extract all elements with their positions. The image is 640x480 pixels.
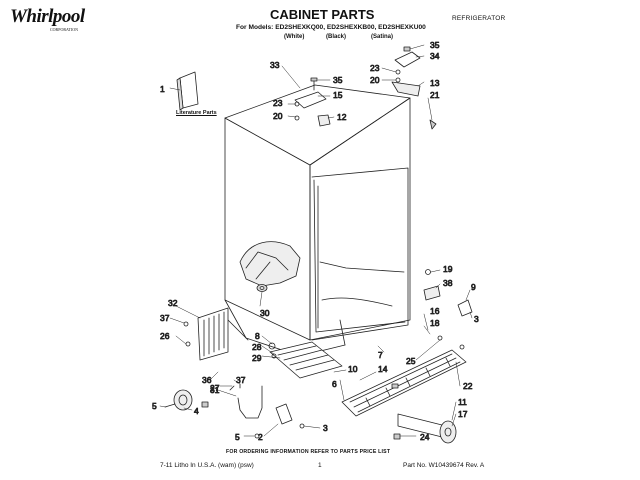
toe-grille — [341, 349, 467, 417]
callout: 23 — [370, 63, 380, 73]
rear-grille — [183, 307, 229, 361]
callout: 15 — [333, 90, 343, 100]
callout: 5 — [152, 401, 157, 411]
callout: 3 — [474, 314, 479, 324]
variant-satina: (Satina) — [371, 34, 394, 40]
callout: 5 — [235, 432, 240, 442]
callout: 30 — [260, 308, 270, 318]
callout-numbers: 35 34 23 20 13 21 33 35 1 15 23 12 20 19… — [152, 40, 480, 443]
brand-sub: CORPORATION — [50, 27, 79, 32]
callout: 20 — [273, 111, 283, 121]
callout: 11 — [458, 397, 467, 407]
cabinet-body — [224, 84, 411, 357]
callout: 31 — [210, 385, 220, 395]
callout: 2 — [258, 432, 263, 442]
literature-parts-box — [176, 71, 199, 111]
top-hinge-right — [391, 46, 437, 130]
callout: 25 — [406, 356, 416, 366]
callout: 19 — [443, 264, 453, 274]
part-number: Part No. W10439674 Rev. A — [403, 462, 485, 469]
page-number: 1 — [318, 462, 322, 469]
callout: 4 — [194, 406, 199, 416]
callout: 16 — [430, 306, 440, 316]
whirlpool-logo: Whirlpool CORPORATION — [10, 6, 85, 32]
callout: 34 — [430, 51, 440, 61]
callout: 3 — [323, 423, 328, 433]
roller-assembly — [393, 413, 457, 444]
callout: 6 — [332, 379, 337, 389]
brand-name: Whirlpool — [10, 6, 85, 27]
models-line: For Models: ED2SHEXKQ00, ED2SHEXKB00, ED… — [236, 24, 426, 31]
side-bracket — [423, 269, 473, 350]
callout: 35 — [333, 75, 343, 85]
condenser-fan-assembly — [268, 341, 343, 379]
callout: 28 — [252, 342, 262, 352]
callout: 1 — [160, 84, 165, 94]
callout: 14 — [378, 364, 388, 374]
callout: 21 — [430, 90, 440, 100]
callout: 7 — [378, 350, 383, 360]
variant-white: (White) — [284, 34, 305, 40]
callout: 26 — [160, 331, 170, 341]
callout: 27 — [210, 383, 220, 393]
ordering-note: FOR ORDERING INFORMATION REFER TO PARTS … — [226, 449, 391, 455]
callout: 17 — [458, 409, 468, 419]
variant-black: (Black) — [326, 34, 347, 40]
callout: 38 — [443, 278, 453, 288]
callout: 37 — [160, 313, 170, 323]
front-roller — [164, 389, 209, 411]
drain-tube — [256, 284, 268, 292]
callout: 13 — [430, 78, 440, 88]
callout: 18 — [430, 318, 440, 328]
water-line — [229, 383, 263, 419]
callout: 32 — [168, 298, 178, 308]
category-label: REFRIGERATOR — [452, 15, 506, 22]
callout: 10 — [348, 364, 358, 374]
callout: 35 — [430, 40, 440, 50]
callout: 9 — [471, 282, 476, 292]
callout: 37 — [236, 375, 246, 385]
leader-lines — [159, 44, 473, 437]
callout: 23 — [273, 98, 283, 108]
callout: 20 — [370, 75, 380, 85]
callout: 36 — [202, 375, 212, 385]
literature-parts-label: Literature Parts — [176, 110, 217, 116]
callout: 29 — [252, 353, 262, 363]
callout: 24 — [420, 432, 430, 442]
litho-info: 7-11 Litho In U.S.A. (wam) (psw) — [160, 462, 254, 469]
callout: 8 — [255, 331, 260, 341]
callout: 22 — [463, 381, 473, 391]
callout: 33 — [270, 60, 280, 70]
page-title: CABINET PARTS — [270, 7, 375, 22]
callout: 12 — [337, 112, 347, 122]
